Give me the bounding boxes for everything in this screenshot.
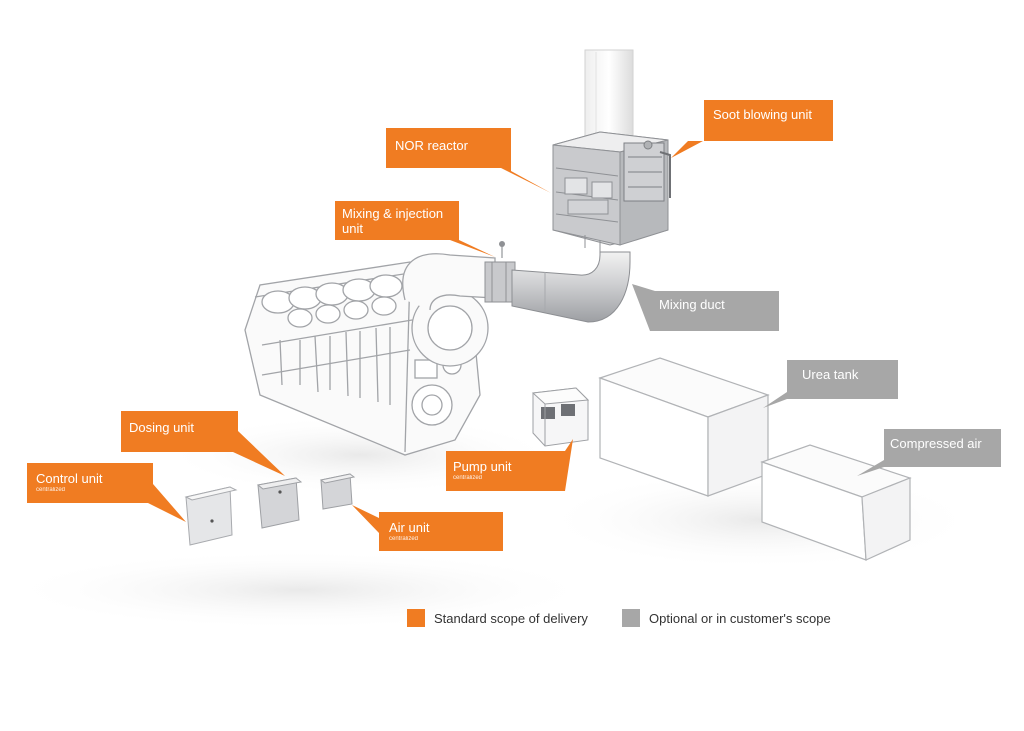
urea-tank-label: Urea tank (802, 367, 859, 382)
control-unit (184, 486, 238, 546)
mixing-injection-label: Mixing & injection unit (342, 206, 444, 236)
dosing-unit-label: Dosing unit (129, 420, 195, 435)
urea-tank-callout (763, 360, 898, 408)
pump-unit-callout (446, 439, 573, 491)
control-unit-sublabel: centralized (36, 487, 66, 493)
soot-blowing-callout (671, 100, 833, 158)
air-unit-callout (352, 505, 503, 551)
compressed-air-label: Compressed air (890, 436, 982, 451)
urea-tank (598, 357, 770, 497)
exhaust-pipe (484, 241, 631, 323)
air-unit (319, 473, 356, 510)
legend-optional-swatch (622, 609, 640, 627)
diesel-engine (244, 253, 496, 456)
pump-unit-label: Pump unit centralized (453, 459, 512, 481)
legend-optional: Optional or in customer's scope (622, 608, 831, 628)
dosing-unit-callout (121, 411, 285, 476)
legend-standard-swatch (407, 609, 425, 627)
tank-shadow (540, 470, 980, 570)
soot-blowing-unit (623, 140, 671, 202)
dosing-unit (256, 477, 303, 529)
control-unit-label: Control unit centralized (36, 471, 103, 493)
legend-standard-label: Standard scope of delivery (434, 610, 588, 626)
legend-optional-label: Optional or in customer's scope (649, 610, 831, 626)
nor-reactor-label: NOR reactor (395, 138, 468, 153)
exhaust-stack (584, 49, 634, 146)
air-unit-label: Air unit centralized (389, 520, 430, 542)
mixing-duct-label: Mixing duct (659, 297, 725, 312)
legend-standard: Standard scope of delivery (407, 608, 588, 628)
soot-blowing-label: Soot blowing unit (713, 107, 813, 122)
compressed-air-callout (857, 429, 1001, 476)
pump-unit (531, 387, 590, 447)
mixing-duct-callout (632, 284, 779, 331)
compressed-air-vessel (760, 444, 912, 561)
mixing-injection-callout (335, 201, 495, 257)
floor-shadow (0, 550, 600, 630)
air-unit-sublabel: centralized (389, 536, 419, 542)
pump-unit-sublabel: centralized (453, 475, 483, 481)
nor-reactor-callout (386, 128, 551, 193)
control-unit-callout (27, 463, 186, 522)
